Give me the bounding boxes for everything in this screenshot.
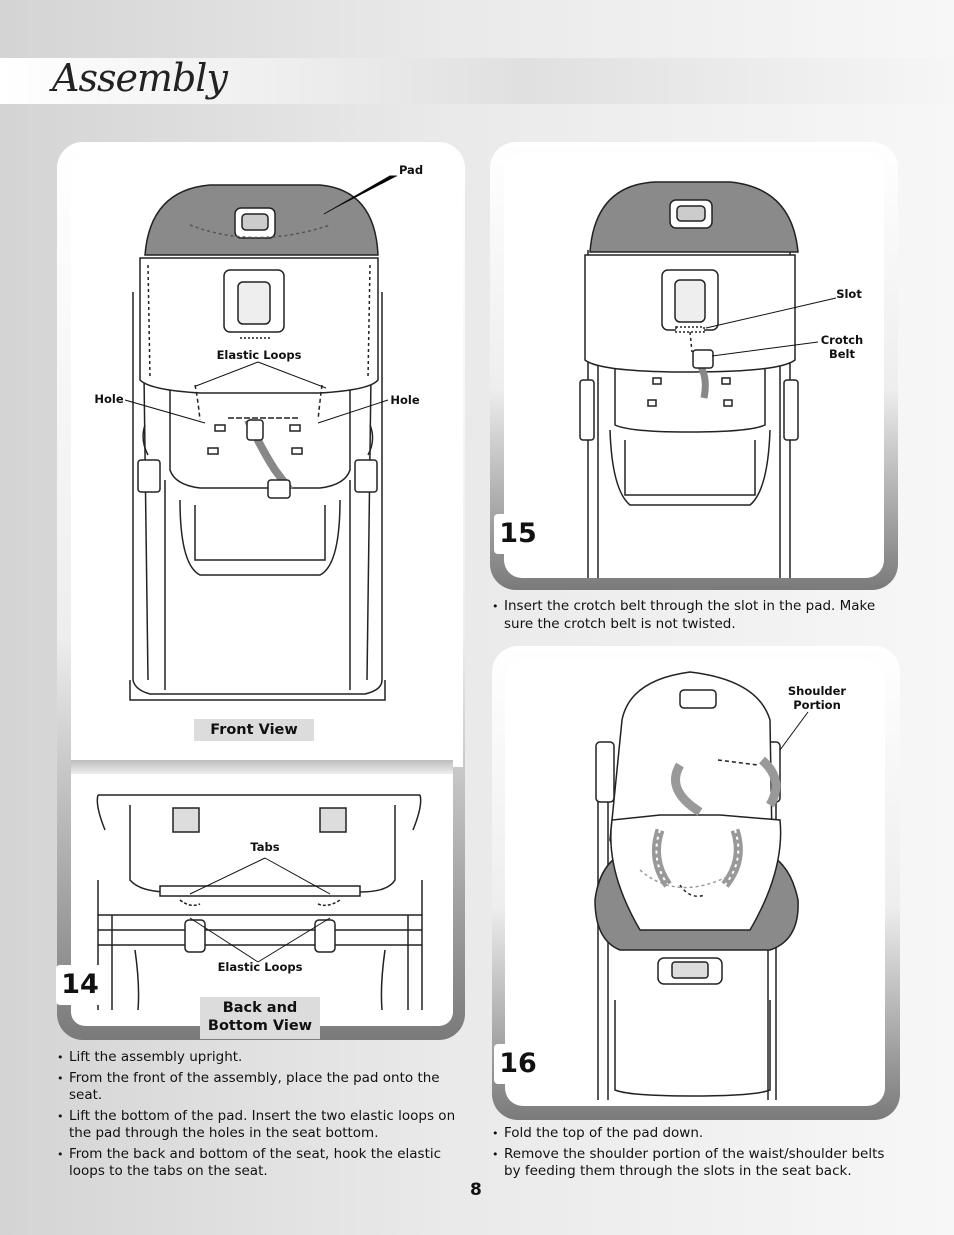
step-15-instructions: Insert the crotch belt through the slot … — [492, 598, 892, 636]
label-pad: Pad — [398, 163, 424, 177]
label-shoulder-portion-line1: Shoulder — [787, 684, 847, 698]
title-band — [0, 58, 954, 104]
label-elastic-loops-back: Elastic Loops — [217, 960, 303, 974]
step-15-frame — [504, 154, 884, 578]
step-16-number: 16 — [494, 1044, 542, 1084]
front-view-caption: Front View — [194, 719, 314, 741]
label-elastic-loops-front: Elastic Loops — [216, 348, 302, 362]
label-tabs: Tabs — [250, 840, 280, 854]
step-14-instruction: From the front of the assembly, place th… — [57, 1070, 467, 1105]
step-14-instruction: From the back and bottom of the seat, ho… — [57, 1146, 467, 1181]
step-14-instruction: Lift the assembly upright. — [57, 1049, 467, 1067]
front-view-frame — [71, 155, 463, 767]
label-crotch-belt: Crotch Belt — [816, 333, 868, 361]
label-hole-right: Hole — [390, 393, 420, 407]
label-shoulder-portion: Shoulder Portion — [784, 684, 850, 712]
step-14-instruction: Lift the bottom of the pad. Insert the t… — [57, 1108, 467, 1143]
label-crotch-belt-line1: Crotch — [820, 333, 864, 347]
step-16-instruction: Fold the top of the pad down. — [492, 1125, 892, 1143]
label-slot: Slot — [836, 287, 862, 301]
step-14-number: 14 — [56, 965, 104, 1005]
back-view-frame — [71, 774, 453, 1026]
back-view-caption-line2: Bottom View — [207, 1018, 313, 1034]
step-15-number: 15 — [494, 514, 542, 554]
step-16-frame — [505, 660, 885, 1106]
back-view-caption: Back and Bottom View — [200, 997, 320, 1039]
step-16-instruction: Remove the shoulder portion of the waist… — [492, 1146, 892, 1181]
step-16-instructions: Fold the top of the pad down. Remove the… — [492, 1125, 892, 1184]
page-number: 8 — [470, 1180, 482, 1200]
label-crotch-belt-line2: Belt — [828, 347, 855, 361]
view-divider — [71, 760, 453, 774]
page-title: Assembly — [52, 56, 228, 100]
step-15-instruction: Insert the crotch belt through the slot … — [492, 598, 892, 633]
label-shoulder-portion-line2: Portion — [793, 698, 841, 712]
step-14-instructions: Lift the assembly upright. From the fron… — [57, 1049, 467, 1184]
label-hole-left: Hole — [94, 392, 124, 406]
back-view-caption-line1: Back and — [222, 1000, 298, 1016]
